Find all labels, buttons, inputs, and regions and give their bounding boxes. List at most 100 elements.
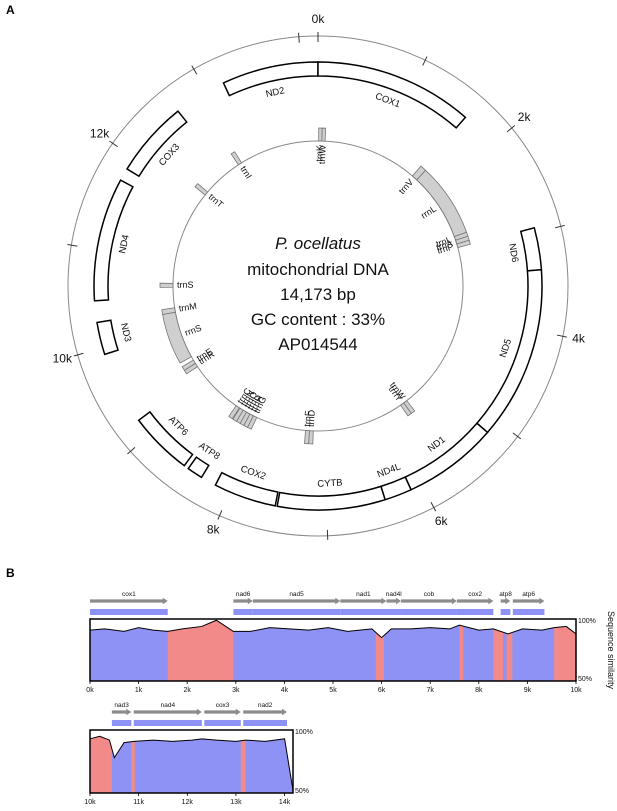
gene-annotation-label: nad4l — [386, 591, 402, 598]
gene-annotation-label: cox3 — [216, 702, 230, 709]
exon-bar — [204, 720, 241, 726]
gene-label: ND4L — [376, 461, 403, 480]
y-axis-title: Sequence similarity — [606, 611, 616, 690]
rna-block — [321, 127, 327, 142]
noncoding-region — [459, 619, 464, 681]
rna-label: trnV — [397, 177, 415, 196]
gene-block — [125, 110, 188, 178]
noncoding-region — [90, 730, 112, 793]
position-tick — [217, 510, 223, 520]
gene-arrow — [233, 597, 253, 605]
track-frame — [89, 729, 294, 794]
gene-label: COX1 — [374, 91, 402, 110]
noncoding-region — [240, 730, 246, 793]
y-min-label: 50% — [578, 676, 592, 683]
position-tick — [73, 352, 84, 357]
exon-bar — [500, 609, 511, 615]
rna-label: trnT — [207, 192, 226, 210]
exon-bar — [340, 609, 387, 615]
x-tick-label: 0k — [86, 687, 94, 694]
position-tick — [512, 432, 522, 440]
gene-label: ND1 — [426, 434, 448, 454]
rna-block — [304, 430, 310, 445]
gene-block — [276, 485, 387, 511]
gene-block — [317, 61, 467, 129]
rna-label: rrnS — [183, 323, 202, 338]
position-tick — [67, 244, 78, 247]
gene-arrow — [386, 597, 402, 605]
x-tick-label: 5k — [329, 687, 337, 694]
x-tick-label: 13k — [230, 799, 242, 806]
gene-block — [96, 319, 119, 356]
similarity-line — [89, 735, 294, 791]
gene-arrow — [456, 597, 494, 605]
rna-label: trnD — [306, 409, 317, 427]
position-label: 12k — [90, 126, 110, 140]
gene-annotation-label: nad2 — [258, 702, 273, 709]
gene-block — [214, 471, 279, 507]
accession-number: AP014544 — [278, 335, 357, 354]
rna-block — [159, 282, 174, 288]
position-tick — [554, 224, 565, 229]
rna-label: trnI — [238, 164, 253, 180]
similarity-line — [89, 619, 577, 639]
gene-annotation-label: nad5 — [289, 591, 304, 598]
noncoding-region — [375, 619, 385, 681]
gene-block — [519, 226, 543, 272]
rna-label: trnW — [317, 144, 328, 164]
rna-block — [230, 151, 243, 166]
rna-block — [456, 239, 471, 249]
x-tick-label: 12k — [182, 799, 194, 806]
gene-block — [93, 179, 134, 302]
exon-bar — [133, 720, 202, 726]
gene-annotation-label: atp6 — [522, 591, 535, 598]
position-tick — [127, 446, 136, 455]
gene-arrow — [340, 597, 387, 605]
x-tick-label: 6k — [378, 687, 386, 694]
x-tick-label: 4k — [281, 687, 289, 694]
x-tick-label: 10k — [570, 687, 582, 694]
position-tick — [109, 140, 118, 148]
exon-bar — [386, 609, 402, 615]
gene-label: ND4 — [117, 234, 132, 255]
rna-label: trnF — [302, 410, 313, 427]
exon-bar — [401, 609, 457, 615]
rna-label: trnS — [177, 280, 194, 290]
y-max-label: 100% — [295, 729, 313, 736]
position-tick — [430, 502, 437, 512]
gene-label: ND3 — [118, 322, 133, 343]
x-tick-label: 14k — [279, 799, 291, 806]
position-label: 2k — [518, 110, 532, 124]
gene-block — [379, 476, 413, 501]
rna-label: rrnL — [419, 204, 438, 221]
gc-content: GC content : 33% — [251, 310, 385, 329]
position-label: 10k — [53, 351, 73, 365]
gene-arrow — [500, 597, 511, 605]
noncoding-region — [506, 619, 513, 681]
noncoding-region — [493, 619, 504, 681]
rna-block — [232, 407, 244, 422]
genome-summary: P. ocellatus mitochondrial DNA 14,173 bp… — [247, 234, 389, 354]
gene-annotation-label: cob — [424, 591, 435, 598]
rna-block — [400, 402, 412, 417]
position-tick — [506, 125, 516, 133]
genome-length: 14,173 bp — [280, 285, 356, 304]
rna-label: trnM — [178, 301, 197, 314]
y-min-label: 50% — [295, 788, 309, 795]
rna-block — [194, 183, 209, 196]
rna-label: trnA — [435, 238, 454, 253]
exon-bar — [512, 609, 545, 615]
gene-label: ND6 — [506, 243, 520, 264]
gene-annotation-label: nad3 — [114, 702, 129, 709]
x-tick-label: 7k — [426, 687, 434, 694]
gene-annotation-label: nad6 — [236, 591, 251, 598]
rna-label: trnK — [314, 145, 324, 162]
y-max-label: 100% — [578, 618, 596, 625]
x-tick-label: 2k — [183, 687, 191, 694]
gene-arrow — [204, 708, 241, 716]
panel-a-label: A — [6, 3, 15, 17]
